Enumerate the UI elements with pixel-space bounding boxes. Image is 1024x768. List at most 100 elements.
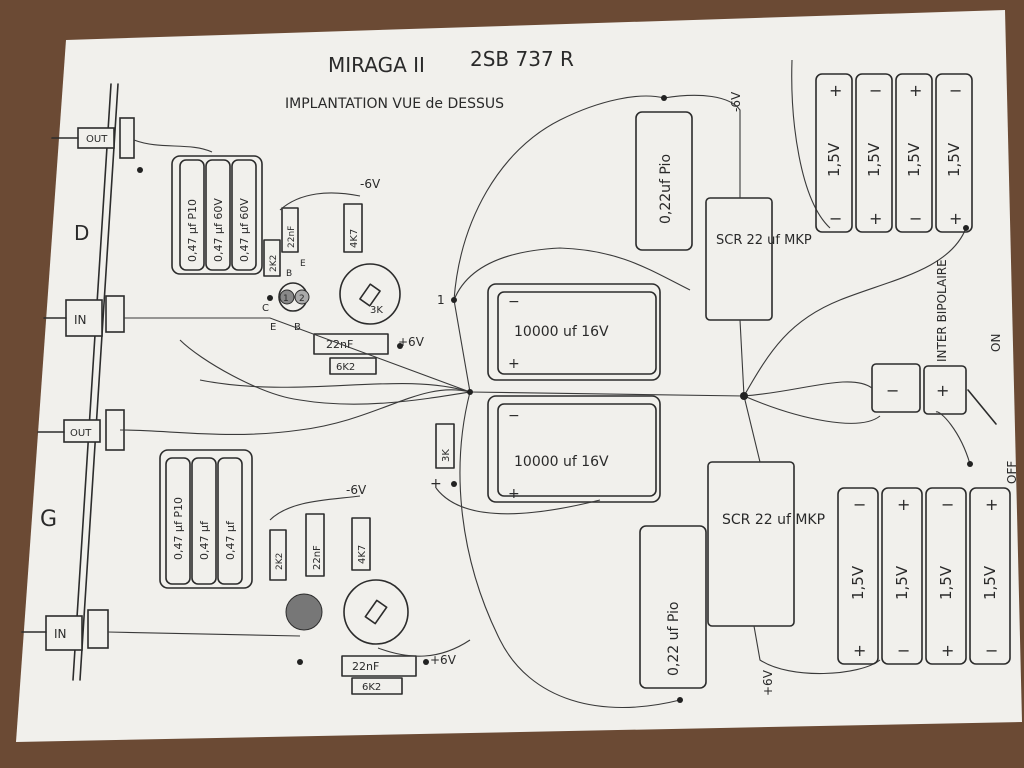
- stage-top-pos: +6V: [398, 335, 425, 349]
- pot-3k-top-wiper[interactable]: [359, 283, 381, 307]
- battery-pack-bottom: 1,5V−+1,5V+−1,5V−+1,5V+−: [837, 487, 1011, 665]
- scr-top-label: SCR 22 uf MKP: [716, 233, 812, 248]
- title-model: MIRAGA II: [328, 53, 425, 77]
- resistor-2k2-top: [263, 239, 281, 277]
- cap-22nf-bottom-b: [341, 655, 417, 677]
- pin-e-top: E: [270, 322, 276, 333]
- stage-bottom-pos: +6V: [430, 653, 457, 667]
- battery-top-cell-2-top-sign: −: [869, 81, 882, 100]
- scr-bottom-label: SCR 22 uf MKP: [722, 512, 825, 528]
- battery-bottom-cell-4-top-sign: +: [985, 495, 998, 514]
- stage-bottom-neg: -6V: [346, 483, 367, 497]
- battery-bottom-cell-4-bottom-sign: −: [985, 641, 998, 660]
- cap-left-2: 0,47 µf: [198, 520, 211, 560]
- cap-pio-bottom: [639, 525, 707, 689]
- battery-bottom-cell-4: [969, 487, 1011, 665]
- transistor-bottom: [285, 593, 323, 631]
- jack-in-left[interactable]: IN: [21, 609, 109, 651]
- title-transistor: 2SB 737 R: [470, 47, 574, 71]
- switch-label: INTER BIPOLAIRE: [935, 259, 949, 362]
- cap-22nf-top-b: [313, 333, 389, 355]
- chassis-rail-inner: [72, 83, 112, 681]
- battery-bottom-cell-1-label: 1,5V: [849, 565, 867, 600]
- pot-3k-top[interactable]: [339, 263, 401, 325]
- resistor-6k2-bottom-label: 6K2: [362, 682, 381, 693]
- battery-top-cell-1-label: 1,5V: [825, 142, 843, 177]
- pin-b-top: B: [294, 322, 301, 333]
- neg6v-right-label: -6V: [729, 91, 743, 112]
- battery-top-cell-1-bottom-sign: −: [829, 209, 842, 228]
- resistor-6k2-top-label: 6K2: [336, 362, 355, 373]
- battery-bottom-cell-2: [881, 487, 923, 665]
- battery-bottom-cell-1-top-sign: −: [853, 495, 866, 514]
- battery-top-cell-4: [935, 73, 973, 233]
- switch-right-pole[interactable]: [923, 365, 967, 415]
- cap-10000uf-top-label: 10000 uf 16V: [514, 324, 609, 340]
- scr-top: [705, 197, 773, 321]
- switch-lever[interactable]: [967, 389, 997, 425]
- battery-bottom-cell-1-bottom-sign: +: [853, 641, 866, 660]
- jack-out-right[interactable]: OUT: [51, 117, 135, 159]
- battery-top-cell-4-top-sign: −: [949, 81, 962, 100]
- cap-22nf-top-a: [281, 207, 299, 253]
- cap-pio-bottom-label: 0,22 uf Pio: [666, 602, 682, 676]
- cap-pio-top: [635, 111, 693, 251]
- resistor-6k2-top: [329, 357, 377, 375]
- center-node-1: 1: [437, 293, 445, 307]
- battery-bottom-cell-2-bottom-sign: −: [897, 641, 910, 660]
- stage-top-neg: -6V: [360, 177, 381, 191]
- pin-1-top: 1: [283, 294, 289, 304]
- battery-top-cell-4-bottom-sign: +: [949, 209, 962, 228]
- chassis-rail: [79, 83, 119, 681]
- battery-top-cell-3-bottom-sign: −: [909, 209, 922, 228]
- channel-right-label: D: [74, 221, 89, 245]
- resistor-2k2-top-label: 2K2: [269, 255, 279, 272]
- resistor-2k2-bottom-label: 2K2: [275, 553, 285, 570]
- switch-plus: +: [936, 381, 949, 400]
- cap-22nf-top-a-label: 22nF: [287, 226, 297, 248]
- cap-22nf-bottom-a: [305, 513, 325, 577]
- caps-right-group: 0,47 µf P10 0,47 µf 60V 0,47 µf 60V: [171, 155, 263, 275]
- cap-bottom-minus: −: [508, 408, 520, 424]
- battery-top-cell-2-label: 1,5V: [865, 142, 883, 177]
- cap-right-2: 0,47 µf 60V: [212, 198, 225, 262]
- pot-bottom-wiper[interactable]: [364, 599, 388, 625]
- jack-out-left-label: OUT: [70, 428, 92, 439]
- battery-bottom-cell-3: [925, 487, 967, 665]
- center-node-plus: +: [430, 476, 442, 492]
- resistor-6k2-bottom: [351, 677, 403, 695]
- cap-10000uf-bottom-label: 10000 uf 16V: [514, 454, 609, 470]
- pot-bottom[interactable]: [343, 579, 409, 645]
- scr-bottom: [707, 461, 795, 627]
- battery-top-cell-1: [815, 73, 853, 233]
- pin-b2-top: B: [286, 269, 292, 279]
- battery-top-cell-4-label: 1,5V: [945, 142, 963, 177]
- resistor-3k-center-label: 3K: [441, 449, 452, 462]
- junctions: [137, 95, 973, 703]
- battery-bottom-cell-3-top-sign: −: [941, 495, 954, 514]
- resistor-2k2-bottom: [269, 529, 287, 581]
- pot-3k-top-label: 3K: [370, 305, 383, 316]
- jack-in-left-label: IN: [54, 627, 67, 641]
- battery-top-cell-3: [895, 73, 933, 233]
- cap-left-1: 0,47 µf P10: [172, 497, 185, 560]
- resistor-4k7-top: [343, 203, 363, 253]
- resistor-4k7-top-label: 4K7: [349, 229, 360, 248]
- battery-bottom-cell-3-bottom-sign: +: [941, 641, 954, 660]
- jack-in-right[interactable]: IN: [43, 295, 125, 337]
- center-caps: 10000 uf 16V − + 10000 uf 16V − + 3K 1 +: [430, 283, 661, 503]
- transistor-top-q1: [279, 289, 295, 305]
- pin-e2-top: E: [300, 259, 306, 269]
- battery-pack-top: 1,5V+−1,5V−+1,5V+−1,5V−+: [815, 73, 973, 233]
- jack-out-left[interactable]: OUT: [37, 409, 125, 451]
- pos6v-right-label: +6V: [761, 669, 775, 696]
- title-subtitle: IMPLANTATION VUE de DESSUS: [285, 96, 504, 112]
- jack-out-right-label: OUT: [86, 134, 108, 145]
- battery-top-cell-2-bottom-sign: +: [869, 209, 882, 228]
- battery-bottom-cell-4-label: 1,5V: [981, 565, 999, 600]
- battery-top-cell-1-top-sign: +: [829, 81, 842, 100]
- cap-22nf-bottom-b-label: 22nF: [352, 660, 379, 673]
- pin-c-top: C: [262, 303, 269, 314]
